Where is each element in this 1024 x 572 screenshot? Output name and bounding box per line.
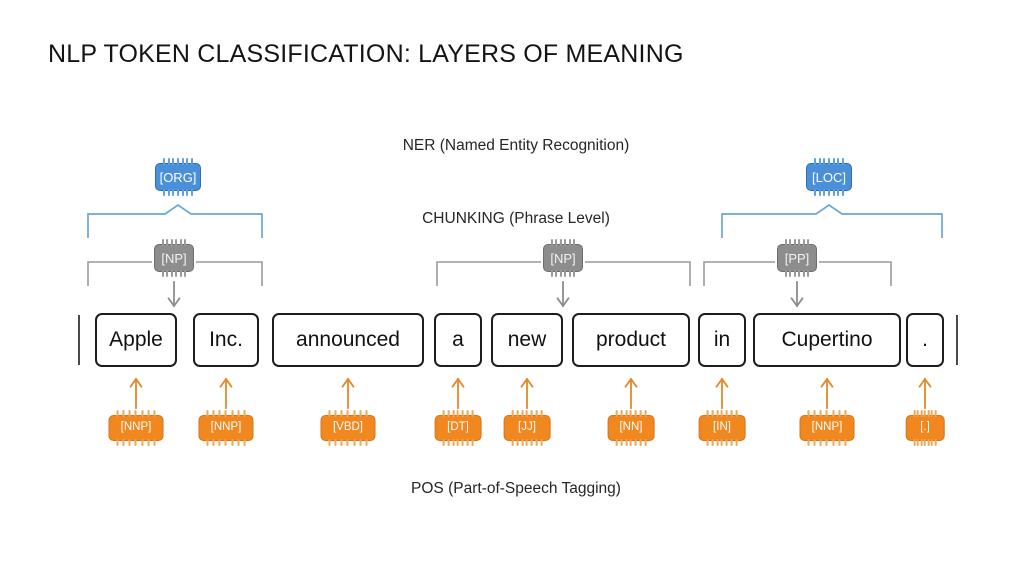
chip-pins-top (206, 410, 246, 417)
pos-tag-chip-body: [JJ] (503, 410, 551, 446)
ner-tag-chip-body: [ORG] (155, 158, 201, 196)
pos-tag-chip-label: [NNP] (210, 421, 242, 434)
chip-pins-bottom (807, 439, 847, 446)
token-box[interactable]: . (906, 313, 944, 367)
token-box[interactable]: in (698, 313, 746, 367)
sentence-start-bar (78, 315, 80, 365)
pos-tag-chip-label: [VBD] (332, 421, 364, 434)
pos-tag-chip-body: [NNP] (198, 410, 254, 446)
token-box[interactable]: a (434, 313, 482, 367)
ner-tag-chip-label: [ORG] (159, 169, 197, 185)
chunk-tag-chip-label: [PP] (784, 250, 810, 266)
pos-tag-chip-body: [NN] (607, 410, 655, 446)
pos-tag-chip-body: [VBD] (320, 410, 376, 446)
token-box[interactable]: announced (272, 313, 424, 367)
ner-tag-chip-label: [LOC] (812, 169, 846, 185)
token-box[interactable]: new (491, 313, 563, 367)
pos-tag-chip[interactable]: [VBD] (320, 410, 376, 446)
chunk-tag-chip-label: [NP] (550, 250, 576, 266)
chip-pins-top (442, 410, 474, 417)
token-box[interactable]: Cupertino (753, 313, 901, 367)
token-box[interactable]: Inc. (193, 313, 259, 367)
pos-tag-chip-body: [DT] (434, 410, 482, 446)
chip-pins-bottom (551, 270, 575, 277)
token-text: Cupertino (781, 328, 873, 351)
chip-pins-bottom (913, 439, 937, 446)
token-box[interactable]: Apple (95, 313, 177, 367)
pos-tag-chip[interactable]: [NNP] (198, 410, 254, 446)
chunk-tag-chip-body: [PP] (777, 239, 817, 277)
pos-layer-caption: POS (Part-of-Speech Tagging) (411, 480, 621, 497)
pos-tag-chip[interactable]: [.] (905, 410, 945, 446)
chip-pins-top (511, 410, 543, 417)
pos-tag-chip-label: [.] (920, 421, 930, 434)
chip-pins-top (551, 239, 575, 246)
pos-tag-chip-body: [IN] (698, 410, 746, 446)
chip-pins-top (328, 410, 368, 417)
chip-pins-top (814, 158, 844, 165)
token-box[interactable]: product (572, 313, 690, 367)
pos-tag-chip-body: [.] (905, 410, 945, 446)
chip-pins-bottom (206, 439, 246, 446)
pos-tag-chip[interactable]: [JJ] (503, 410, 551, 446)
chip-pins-bottom (162, 270, 186, 277)
token-text: in (713, 328, 731, 351)
token-text: new (507, 328, 547, 351)
chip-pins-top (116, 410, 156, 417)
chunk-tag-chip[interactable]: [PP] (777, 239, 817, 277)
chunk-tag-chip[interactable]: [NP] (543, 239, 583, 277)
token-text: a (452, 328, 464, 351)
chip-pins-top (807, 410, 847, 417)
pos-tag-chip[interactable]: [NNP] (108, 410, 164, 446)
ner-tag-chip-body: [LOC] (806, 158, 852, 196)
pos-tag-chip-label: [NN] (619, 421, 643, 434)
token-row: Apple Inc. announced a new product in Cupertino… (0, 313, 1024, 369)
pos-tag-chip-body: [NNP] (799, 410, 855, 446)
token-text: Apple (109, 328, 163, 351)
ner-layer-caption: NER (Named Entity Recognition) (402, 137, 630, 154)
chip-pins-top (706, 410, 738, 417)
chip-pins-bottom (706, 439, 738, 446)
chip-pins-bottom (511, 439, 543, 446)
chip-pins-top (615, 410, 647, 417)
sentence-end-bar (956, 315, 958, 365)
chip-pins-top (163, 158, 193, 165)
chip-pins-bottom (785, 270, 809, 277)
pos-tag-chip-label: [NNP] (811, 421, 843, 434)
chip-pins-bottom (328, 439, 368, 446)
pos-tag-chip-body: [NNP] (108, 410, 164, 446)
pos-tag-chip[interactable]: [IN] (698, 410, 746, 446)
chip-pins-top (785, 239, 809, 246)
pos-tag-chip-label: [IN] (713, 421, 731, 434)
chip-pins-top (913, 410, 937, 417)
pos-tag-chip[interactable]: [NN] (607, 410, 655, 446)
chip-pins-bottom (442, 439, 474, 446)
pos-tag-chip[interactable]: [NNP] (799, 410, 855, 446)
chunking-layer-caption: CHUNKING (Phrase Level) (422, 210, 610, 227)
ner-tag-chip[interactable]: [LOC] (806, 158, 852, 196)
page-title: NLP TOKEN CLASSIFICATION: LAYERS OF MEAN… (48, 40, 684, 68)
pos-tag-chip-label: [JJ] (518, 421, 536, 434)
chunk-tag-chip-body: [NP] (154, 239, 194, 277)
chip-pins-bottom (814, 189, 844, 196)
token-text: announced (296, 328, 400, 351)
chip-pins-top (162, 239, 186, 246)
pos-tag-chip-label: [NNP] (120, 421, 152, 434)
chip-pins-bottom (116, 439, 156, 446)
chunk-tag-chip-body: [NP] (543, 239, 583, 277)
token-text: product (595, 328, 667, 351)
pos-tag-chip[interactable]: [DT] (434, 410, 482, 446)
pos-tag-chip-label: [DT] (447, 421, 469, 434)
ner-tag-chip[interactable]: [ORG] (155, 158, 201, 196)
chip-pins-bottom (615, 439, 647, 446)
chunk-tag-chip[interactable]: [NP] (154, 239, 194, 277)
chip-pins-bottom (163, 189, 193, 196)
token-text: . (922, 328, 928, 351)
chunk-tag-chip-label: [NP] (161, 250, 187, 266)
token-text: Inc. (209, 328, 243, 351)
